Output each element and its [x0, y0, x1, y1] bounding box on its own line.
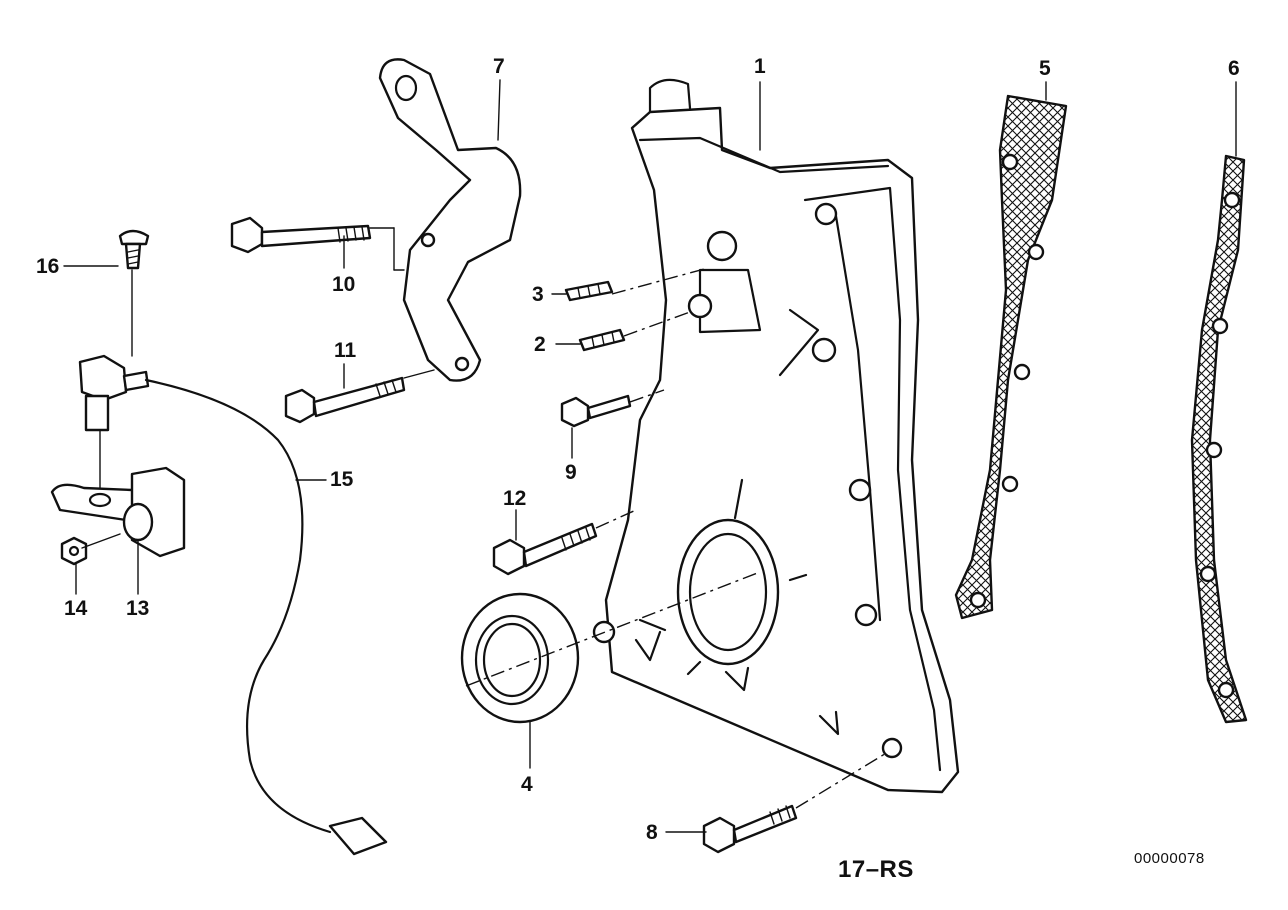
- callout-7: 7: [493, 55, 505, 78]
- bolt-12: [492, 522, 598, 576]
- callout-4: 4: [521, 773, 533, 796]
- callout-6: 6: [1228, 57, 1240, 80]
- stud-3: [564, 280, 614, 302]
- callout-10: 10: [332, 273, 356, 296]
- callout-16: 16: [36, 255, 60, 278]
- timing-case-cover: [592, 78, 960, 794]
- bolt-8: [702, 804, 798, 854]
- callout-14: 14: [64, 597, 88, 620]
- screw-16: [118, 229, 150, 270]
- callout-11: 11: [334, 339, 357, 362]
- callout-9: 9: [565, 461, 577, 484]
- bracket: [378, 58, 522, 382]
- callout-2: 2: [534, 333, 546, 356]
- callout-5: 5: [1039, 57, 1051, 80]
- diagram-code: 17–RS: [838, 856, 914, 883]
- sensor-assembly: [50, 354, 388, 856]
- callout-15: 15: [330, 468, 354, 491]
- callout-12: 12: [503, 487, 527, 510]
- callout-3: 3: [532, 283, 544, 306]
- bolt-10: [230, 216, 372, 254]
- gasket-left: [954, 94, 1068, 620]
- reference-number: 00000078: [1134, 850, 1205, 867]
- shaft-seal: [460, 592, 580, 724]
- stud-2: [578, 328, 626, 352]
- bolt-9: [560, 394, 632, 428]
- callout-8: 8: [646, 821, 658, 844]
- gasket-right: [1190, 154, 1248, 724]
- callout-13: 13: [126, 597, 150, 620]
- callout-1: 1: [754, 55, 766, 78]
- leader-lines: [63, 79, 1237, 833]
- bolt-11: [284, 376, 406, 424]
